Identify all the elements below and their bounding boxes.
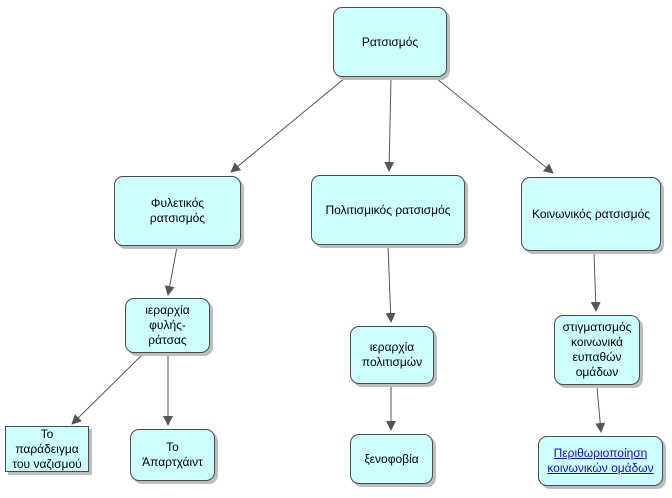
edge-root-cultural <box>384 78 395 172</box>
edge-racial-hierarchy <box>164 246 178 296</box>
node-nazism-example: Το παράδειγμα του ναζισμού <box>5 426 89 472</box>
edge-stigma-marginalization <box>595 386 606 433</box>
node-culture-hierarchy: ιεραρχία πολιτισμών <box>350 326 434 384</box>
node-social-stigma: στιγματισμός κοινωνικά ευπαθών ομάδων <box>554 315 640 385</box>
node-social-racism: Κοινωνικός ρατσισμός <box>521 177 661 251</box>
node-xenophobia: ξενοφοβία <box>350 434 433 484</box>
node-apartheid: Το Άπαρτχάιντ <box>130 429 215 481</box>
node-race-hierarchy: ιεραρχία φυλής- ράτσας <box>125 298 210 353</box>
edge-cultural-hierarchy <box>385 245 396 323</box>
marginalization-link[interactable]: Περιθωριοποίηση κοινωνικών ομάδων <box>547 446 654 475</box>
edge-root-racial <box>230 77 346 173</box>
node-cultural-racism: Πολιτισμικός ρατσισμός <box>311 175 465 245</box>
node-marginalization: Περιθωριοποίηση κοινωνικών ομάδων <box>538 436 663 486</box>
edge-hierarchy-nazism <box>71 353 144 425</box>
edge-social-stigma <box>590 251 601 312</box>
node-racism: Ρατσισμός <box>333 7 447 77</box>
edge-root-social <box>435 77 554 174</box>
node-racial-racism: Φυλετικός ρατσισμός <box>114 176 241 246</box>
